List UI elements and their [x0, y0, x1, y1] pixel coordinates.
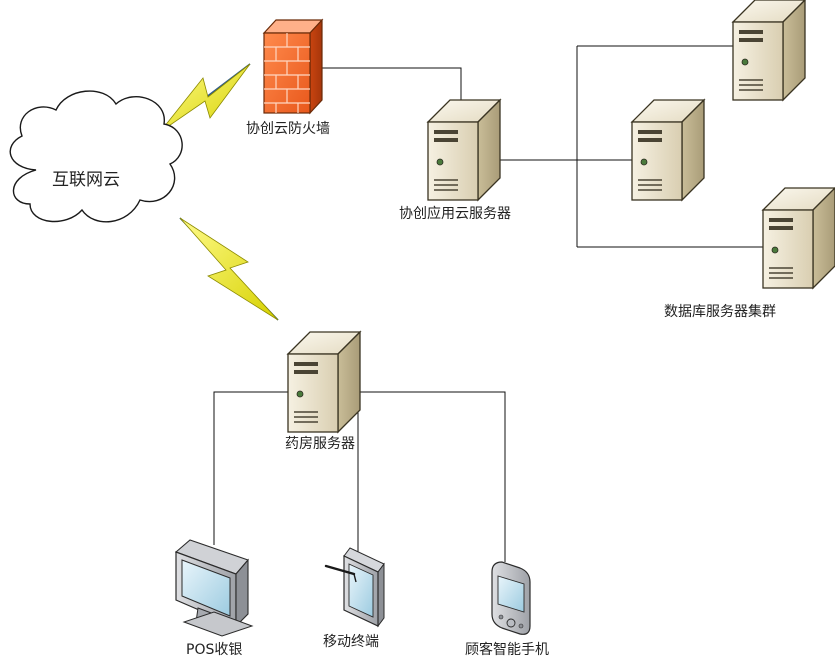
mobile-terminal-label: 移动终端	[323, 634, 379, 650]
tablet-icon	[324, 547, 385, 628]
pharmacy-server-label: 药房服务器	[285, 436, 355, 452]
app-server-label: 协创应用云服务器	[399, 206, 511, 222]
smartphone-icon	[491, 561, 531, 635]
pos-label: POS收银	[186, 642, 243, 658]
customer-phone-label: 顾客智能手机	[465, 642, 549, 658]
edge-firewall-app-server	[322, 67, 462, 112]
db-cluster-label: 数据库服务器集群	[664, 304, 776, 320]
server-icon	[732, 0, 806, 101]
cloud-icon	[9, 90, 183, 223]
firewall-label: 协创云防火墙	[246, 121, 330, 137]
lightning-bolt-lower	[179, 217, 279, 321]
server-icon	[631, 99, 705, 201]
lightning-bolt-upper	[159, 63, 251, 133]
edge-pharmacy-phone	[358, 391, 506, 562]
server-icon	[762, 187, 835, 289]
server-icon	[427, 99, 501, 201]
firewall-icon	[262, 18, 324, 115]
monitor-icon	[174, 539, 254, 637]
server-icon	[287, 331, 361, 433]
internet-cloud-label: 互联网云	[52, 170, 120, 190]
edge-pharmacy-pos	[213, 391, 290, 545]
